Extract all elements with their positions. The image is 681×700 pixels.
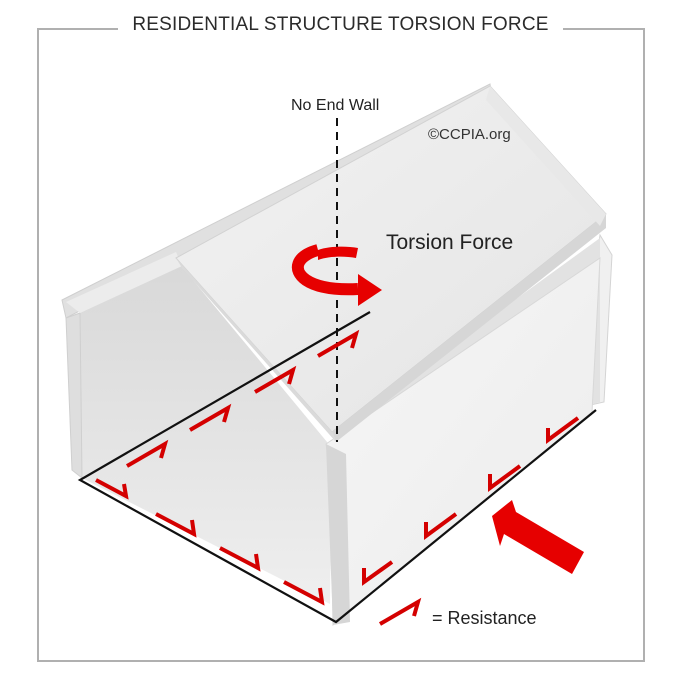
resistance-markers xyxy=(95,329,580,626)
no-end-wall-label: No End Wall xyxy=(291,97,380,114)
resistance-marker xyxy=(188,403,232,432)
interior-back-wall xyxy=(80,262,332,604)
resistance-marker xyxy=(95,478,129,500)
resistance-marker xyxy=(424,512,458,540)
left-side-wall xyxy=(65,312,83,480)
roof-ridge-side xyxy=(486,86,606,226)
torsion-force-label: Torsion Force xyxy=(386,231,514,254)
front-wall-corner-shade xyxy=(326,444,350,625)
roof-gable-edge xyxy=(176,258,336,442)
resistance-marker xyxy=(546,416,580,444)
resistance-legend-label: = Resistance xyxy=(432,608,537,628)
resistance-marker xyxy=(253,365,297,394)
resistance-marker xyxy=(362,560,394,586)
title-text: RESIDENTIAL STRUCTURE TORSION FORCE xyxy=(118,14,563,35)
resistance-marker xyxy=(125,439,169,468)
resistance-marker xyxy=(488,464,522,492)
torsion-arrow-icon xyxy=(291,244,382,306)
resistance-marker xyxy=(316,329,360,358)
resistance-marker xyxy=(283,580,325,606)
resistance-marker xyxy=(155,512,197,538)
open-end-outline xyxy=(77,311,597,624)
resistance-marker xyxy=(219,546,261,572)
roof-eave-edge xyxy=(332,214,606,442)
load-arrow-icon xyxy=(492,500,584,574)
roof-left-face xyxy=(66,252,182,313)
resistance-legend-marker xyxy=(378,597,422,626)
copyright-label: ©CCPIA.org xyxy=(428,126,511,143)
diagram-title: RESIDENTIAL STRUCTURE TORSION FORCE xyxy=(0,14,681,36)
